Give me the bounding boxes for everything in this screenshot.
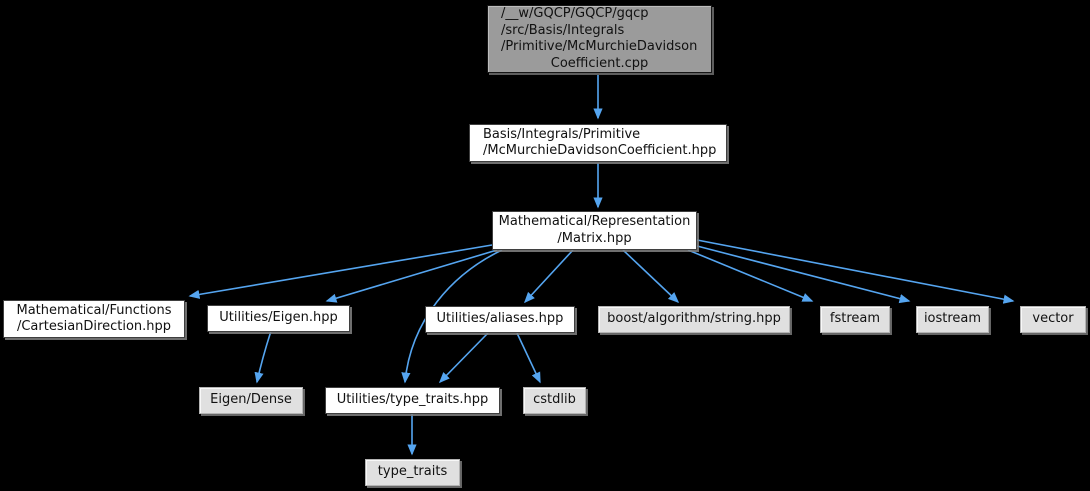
node-fstream: fstream xyxy=(820,306,890,333)
node-label: Eigen/Dense xyxy=(210,392,292,408)
edge-matrix-to-vector xyxy=(696,239,1015,304)
node-utilities-aliases-hpp[interactable]: Utilities/aliases.hpp xyxy=(425,306,575,333)
node-label: Utilities/Eigen.hpp xyxy=(219,310,338,326)
node-mcmurchiedavidsoncoefficient-cpp: /__w/GQCP/GQCP/gqcp /src/Basis/Integrals… xyxy=(487,5,712,73)
node-label: boost/algorithm/string.hpp xyxy=(607,311,781,327)
node-label: fstream xyxy=(829,311,881,327)
edge-aliases-to-cstdlib xyxy=(516,332,541,384)
node-eigen-dense: Eigen/Dense xyxy=(199,387,303,414)
node-label: Basis/Integrals/Primitive /McMurchieDavi… xyxy=(483,126,717,159)
node-cartesiandirection-hpp[interactable]: Mathematical/Functions /CartesianDirecti… xyxy=(3,300,185,338)
edge-eigen-hpp-to-eigen-dense xyxy=(254,330,272,384)
node-matrix-hpp[interactable]: Mathematical/Representation /Matrix.hpp xyxy=(492,211,697,250)
edge-matrix-to-cartesiandirection xyxy=(188,244,493,299)
node-label: Mathematical/Representation /Matrix.hpp xyxy=(498,214,691,246)
node-label: type_traits xyxy=(377,464,448,480)
edge-matrix-to-boost-string xyxy=(622,249,680,304)
node-label: Coefficient.cpp xyxy=(550,55,649,71)
edge-matrix-to-eigen-hpp xyxy=(325,249,498,303)
node-mcmurchiedavidsoncoefficient-hpp[interactable]: Basis/Integrals/Primitive /McMurchieDavi… xyxy=(469,124,727,162)
node-type-traits: type_traits xyxy=(365,459,460,486)
edge-matrix-to-aliases-hpp xyxy=(523,249,574,304)
node-utilities-eigen-hpp[interactable]: Utilities/Eigen.hpp xyxy=(207,305,350,332)
node-boost-algorithm-string-hpp: boost/algorithm/string.hpp xyxy=(598,306,790,333)
node-utilities-type-traits-hpp[interactable]: Utilities/type_traits.hpp xyxy=(325,387,500,414)
node-label: Utilities/aliases.hpp xyxy=(436,311,564,327)
node-vector: vector xyxy=(1020,306,1086,333)
node-label: /__w/GQCP/GQCP/gqcp /src/Basis/Integrals… xyxy=(501,6,698,54)
node-label: vector xyxy=(1032,311,1074,327)
node-label: iostream xyxy=(923,311,982,327)
edge-matrix-to-iostream xyxy=(696,245,911,304)
node-cstdlib: cstdlib xyxy=(523,387,586,414)
node-label: cstdlib xyxy=(533,392,576,408)
node-label: Mathematical/Functions /CartesianDirecti… xyxy=(16,302,172,335)
edge-aliases-to-type-traits-hpp xyxy=(438,332,489,384)
edge-matrix-to-fstream xyxy=(687,249,814,302)
node-iostream: iostream xyxy=(916,306,989,333)
node-label: Utilities/type_traits.hpp xyxy=(336,392,489,408)
